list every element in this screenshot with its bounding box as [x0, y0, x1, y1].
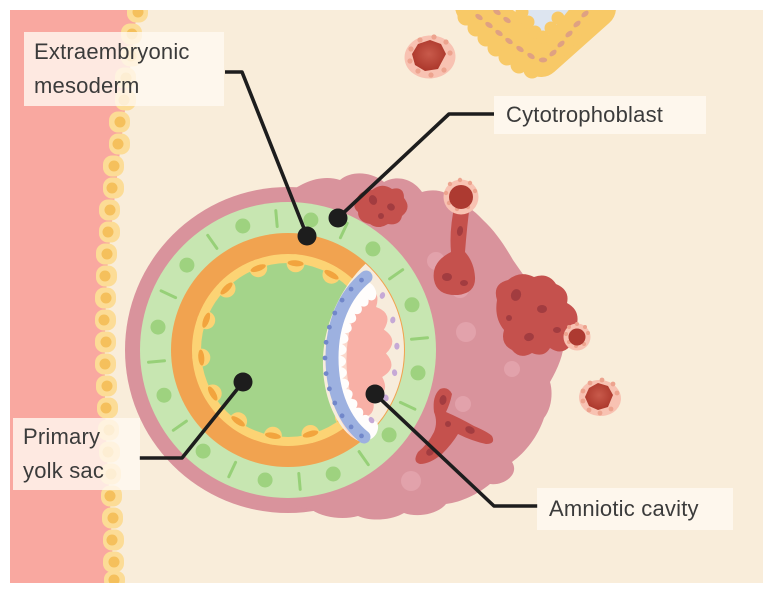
leader-lines: [139, 70, 538, 508]
trophoblastic-lacunae: [354, 185, 578, 464]
leader-amniotic-cavity: [373, 392, 538, 508]
blood-vessel-inlet-right: [563, 322, 591, 351]
label-line: mesoderm: [34, 73, 140, 98]
label-line: Amniotic cavity: [549, 496, 699, 521]
uterine-gland: [455, 10, 616, 79]
cytotrophoblast-cells: [150, 212, 426, 488]
bilaminar-disc: [322, 270, 373, 444]
label-line: yolk sac: [23, 458, 105, 483]
disc-dots: [322, 277, 364, 439]
label-amniotic-cavity: Amniotic cavity: [537, 488, 733, 530]
label-line: Extraembryonic: [34, 39, 190, 64]
label-line: Cytotrophoblast: [506, 102, 664, 127]
label-primary-yolk-sac: Primary yolk sac: [13, 418, 140, 490]
gland-nuclei: [475, 10, 589, 63]
leader-primary-yolk-sac: [139, 380, 245, 460]
blood-vessel-top: [404, 34, 456, 79]
pointer-dot-cytotrophoblast: [328, 208, 348, 228]
leader-extraembryonic-mesoderm: [225, 70, 309, 237]
pointer-dot-extraembryonic-mesoderm: [297, 226, 317, 246]
lacuna-bottom: [415, 388, 494, 464]
blood-vessels: [404, 34, 621, 417]
blood-vessel-inlet-top: [443, 177, 479, 215]
cytotrophoblast-ticks: [147, 209, 429, 491]
disc-band: [325, 270, 373, 444]
label-extraembryonic-mesoderm: Extraembryonic mesoderm: [24, 32, 224, 106]
label-line: Primary: [23, 424, 101, 449]
leader-cytotrophoblast: [336, 112, 494, 220]
lacuna-top: [354, 185, 408, 227]
label-cytotrophoblast: Cytotrophoblast: [494, 96, 706, 134]
syncytio-light-spots: [401, 252, 520, 491]
pointer-dot-primary-yolk-sac: [233, 372, 253, 392]
pointer-dot-amniotic-cavity: [365, 384, 385, 404]
blood-vessel-right: [579, 377, 621, 417]
lacuna-stem: [433, 203, 476, 296]
